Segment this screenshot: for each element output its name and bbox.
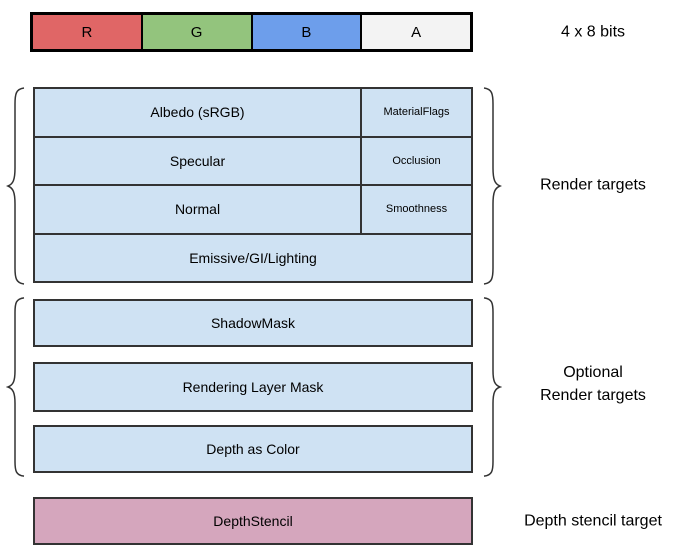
curly-brace-left-icon	[6, 86, 28, 286]
render-targets-label: Render targets	[540, 176, 646, 194]
render-target-aux: MaterialFlags	[383, 106, 450, 119]
render-target-row: Albedo (sRGB) MaterialFlags	[35, 89, 471, 138]
depth-stencil-box: DepthStencil	[33, 497, 473, 545]
render-target-row: Emissive/GI/Lighting	[35, 235, 471, 282]
bit-cell-blue: B	[252, 15, 363, 49]
bit-layout-bar: R G B A	[30, 12, 473, 52]
optional-label-line1: Optional	[563, 364, 623, 381]
render-target-row: Normal Smoothness	[35, 186, 471, 235]
optional-render-targets-label: Optional Render targets	[497, 361, 689, 407]
render-target-name: Specular	[35, 137, 362, 184]
depth-stencil-label: Depth stencil target	[524, 512, 662, 530]
render-target-aux: Occlusion	[392, 154, 441, 167]
render-target-row: Specular Occlusion	[35, 137, 471, 186]
curly-brace-right-icon	[480, 86, 502, 286]
render-target-aux: Smoothness	[385, 203, 448, 216]
curly-brace-left-icon	[6, 296, 28, 478]
render-targets-table: Albedo (sRGB) MaterialFlags Specular Occ…	[33, 87, 473, 283]
optional-label-line2: Render targets	[540, 387, 646, 404]
render-target-name: Albedo (sRGB)	[35, 89, 362, 136]
optional-target-box-shadowmask: ShadowMask	[33, 299, 473, 347]
render-target-name: Normal	[35, 186, 362, 233]
curly-brace-right-icon	[480, 296, 502, 478]
optional-target-box-depth-as-color: Depth as Color	[33, 425, 473, 473]
render-target-name: Emissive/GI/Lighting	[189, 249, 317, 266]
bit-cell-red: R	[33, 15, 143, 49]
bit-cell-alpha: A	[362, 15, 470, 49]
bit-depth-caption: 4 x 8 bits	[560, 23, 626, 41]
optional-target-box-rendering-layer-mask: Rendering Layer Mask	[33, 362, 473, 412]
bit-cell-green: G	[142, 15, 253, 49]
